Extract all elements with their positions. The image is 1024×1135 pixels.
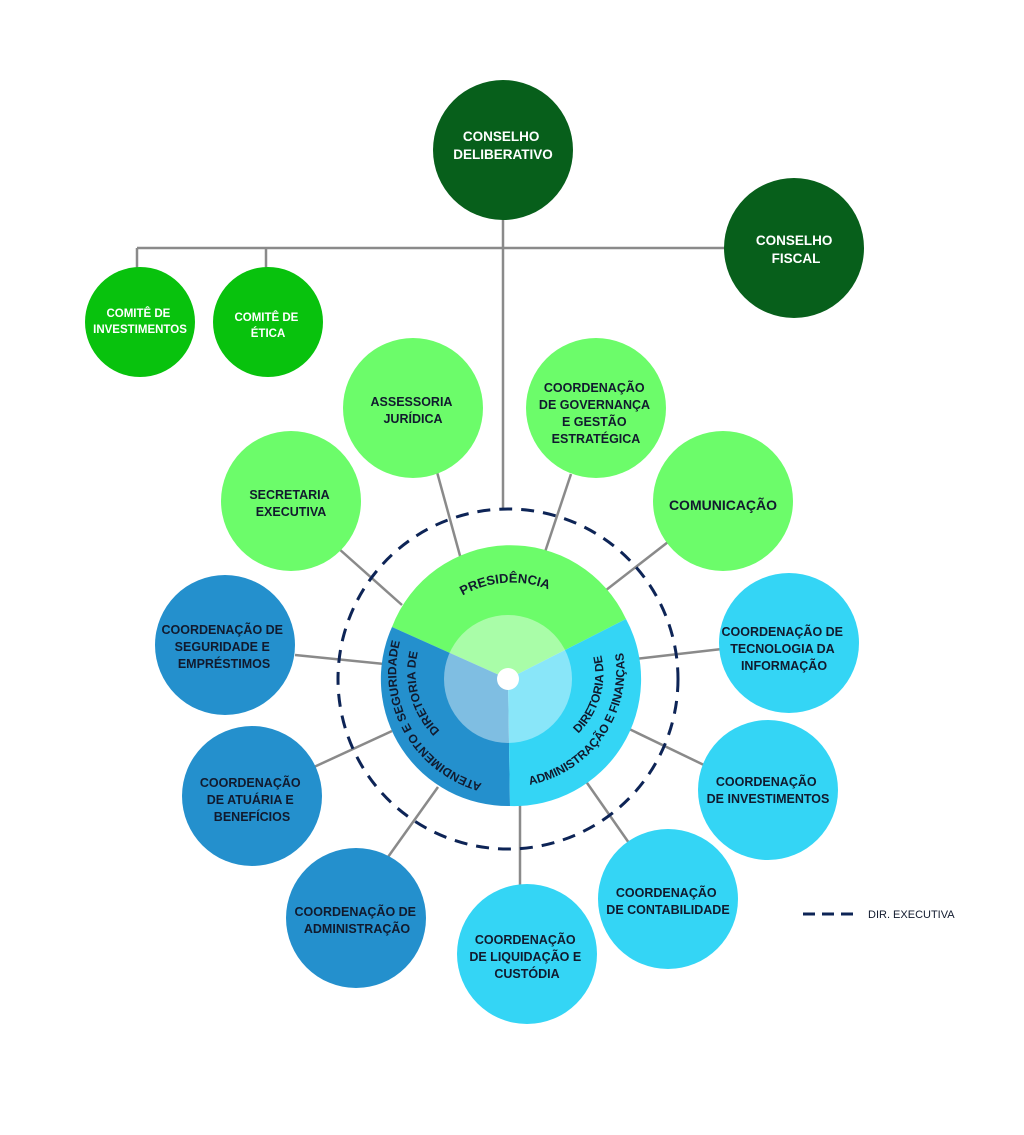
connector-tecnologia [634, 647, 723, 661]
node-coord-liquidacao: COORDENAÇÃO DE LIQUIDAÇÃO E CUSTÓDIA [457, 884, 597, 1024]
node-label-line: COORDENAÇÃO [616, 885, 717, 900]
dir-atendimento-slice [380, 627, 510, 807]
node-coord-atuaria: COORDENAÇÃO DE ATUÁRIA E BENEFÍCIOS [182, 726, 322, 866]
node-label-line: COMITÊ DE [234, 311, 298, 324]
node-coord-tecnologia: COORDENAÇÃO DE TECNOLOGIA DA INFORMAÇÃO [719, 573, 859, 713]
node-label: COORDENAÇÃO DE ADMINISTRAÇÃO [294, 904, 419, 936]
core-pie: PRESIDÊNCIA DIRETORIA DE ATENDIMENTO E S… [380, 545, 642, 807]
node-comite-etica: COMITÊ DE ÉTICA [213, 267, 323, 377]
node-circle [457, 884, 597, 1024]
node-coord-contabilidade: COORDENAÇÃO DE CONTABILIDADE [598, 829, 738, 969]
node-label-line: SECRETARIA [249, 488, 329, 502]
node-label-line: TECNOLOGIA DA [730, 642, 834, 656]
node-coord-administracao: COORDENAÇÃO DE ADMINISTRAÇÃO [286, 848, 426, 988]
node-label-line: EXECUTIVA [256, 505, 327, 519]
connector-atuaria [313, 729, 393, 769]
node-secretaria-executiva: SECRETARIA EXECUTIVA [221, 431, 361, 571]
node-label-line: EMPRÉSTIMOS [178, 656, 270, 671]
node-label: CONSELHO DELIBERATIVO [453, 129, 553, 162]
node-label-line: DE CONTABILIDADE [606, 903, 729, 917]
dir-administracao-slice [508, 619, 642, 807]
node-label-line: COORDENAÇÃO [475, 932, 576, 947]
node-label: COMITÊ DE INVESTIMENTOS [93, 307, 187, 336]
connector-contabilidade [583, 779, 631, 844]
node-label-line: CONSELHO [756, 233, 833, 248]
node-label: COMUNICAÇÃO [669, 496, 777, 513]
legend-label: DIR. EXECUTIVA [868, 909, 955, 921]
node-label: COORDENAÇÃO DE GOVERNANÇA E GESTÃO ESTRA… [539, 380, 653, 446]
connector-governanca [541, 473, 573, 559]
node-label-line: BENEFÍCIOS [214, 809, 290, 824]
node-coord-investimentos: COORDENAÇÃO DE INVESTIMENTOS [698, 720, 838, 860]
node-circle [155, 575, 295, 715]
connector-comunicacao [600, 541, 669, 595]
node-label-line: DELIBERATIVO [453, 147, 553, 162]
node-label-line: JURÍDICA [383, 411, 442, 426]
node-label-line: INFORMAÇÃO [741, 658, 827, 673]
presidencia-slice [392, 545, 626, 679]
node-circle [221, 431, 361, 571]
node-label-line: COORDENAÇÃO [200, 775, 301, 790]
node-label-line: COORDENAÇÃO [716, 774, 817, 789]
node-label-line: COORDENAÇÃO DE [721, 624, 843, 639]
node-circle [343, 338, 483, 478]
node-circle [433, 80, 573, 220]
node-label-line: COORDENAÇÃO DE [161, 622, 283, 637]
node-label: COORDENAÇÃO DE CONTABILIDADE [606, 885, 729, 917]
node-label-line: COMUNICAÇÃO [669, 496, 777, 513]
node-circle [719, 573, 859, 713]
node-circle [182, 726, 322, 866]
node-conselho-fiscal: CONSELHO FISCAL [724, 178, 864, 318]
node-label: ASSESSORIA JURÍDICA [371, 395, 456, 426]
node-label: COORDENAÇÃO DE ATUÁRIA E BENEFÍCIOS [200, 775, 304, 824]
connector-administracao [386, 786, 440, 858]
connector-assessoria [435, 471, 464, 564]
node-label: SECRETARIA EXECUTIVA [249, 488, 332, 519]
node-label-line: ESTRATÉGICA [552, 431, 641, 446]
node-label-line: ADMINISTRAÇÃO [304, 921, 411, 936]
node-label-line: INVESTIMENTOS [93, 324, 187, 336]
node-circle [724, 178, 864, 318]
node-circle [286, 848, 426, 988]
node-conselho-deliberativo: CONSELHO DELIBERATIVO [433, 80, 573, 220]
node-label: COMITÊ DE ÉTICA [234, 311, 301, 340]
node-label: COORDENAÇÃO DE TECNOLOGIA DA INFORMAÇÃO [721, 624, 846, 673]
node-label-line: DE ATUÁRIA E [207, 792, 294, 807]
node-label-line: ASSESSORIA [371, 395, 453, 409]
node-coord-governanca: COORDENAÇÃO DE GOVERNANÇA E GESTÃO ESTRA… [526, 338, 666, 478]
node-label-line: COORDENAÇÃO DE [294, 904, 416, 919]
node-label-line: DE GOVERNANÇA [539, 398, 650, 412]
node-label-line: FISCAL [772, 251, 821, 266]
node-assessoria-juridica: ASSESSORIA JURÍDICA [343, 338, 483, 478]
node-label-line: DE INVESTIMENTOS [707, 792, 830, 806]
node-circle [698, 720, 838, 860]
node-label: COORDENAÇÃO DE LIQUIDAÇÃO E CUSTÓDIA [469, 932, 584, 981]
node-label: CONSELHO FISCAL [756, 233, 836, 266]
node-coord-seguridade: COORDENAÇÃO DE SEGURIDADE E EMPRÉSTIMOS [155, 575, 295, 715]
dir-executiva-ring [336, 507, 680, 851]
node-label-line: COORDENAÇÃO [544, 380, 645, 395]
legend: DIR. EXECUTIVA [803, 909, 955, 921]
node-circle [85, 267, 195, 377]
node-label-line: ÉTICA [251, 327, 286, 340]
node-label: COORDENAÇÃO DE SEGURIDADE E EMPRÉSTIMOS [161, 622, 286, 671]
node-circle [653, 431, 793, 571]
node-comite-investimentos: COMITÊ DE INVESTIMENTOS [85, 267, 195, 377]
node-label-line: COMITÊ DE [106, 307, 170, 320]
core-center-dot [497, 668, 519, 690]
node-label-line: CONSELHO [463, 129, 540, 144]
node-label-line: E GESTÃO [562, 414, 627, 429]
node-label-line: DE LIQUIDAÇÃO E [469, 949, 581, 964]
connector-secretaria [337, 547, 403, 606]
node-comunicacao: COMUNICAÇÃO [653, 431, 793, 571]
node-label-line: SEGURIDADE E [175, 640, 270, 654]
node-circle [526, 338, 666, 478]
node-circle [598, 829, 738, 969]
node-label-line: CUSTÓDIA [494, 966, 559, 981]
node-label: COORDENAÇÃO DE INVESTIMENTOS [707, 774, 830, 806]
node-circle [213, 267, 323, 377]
